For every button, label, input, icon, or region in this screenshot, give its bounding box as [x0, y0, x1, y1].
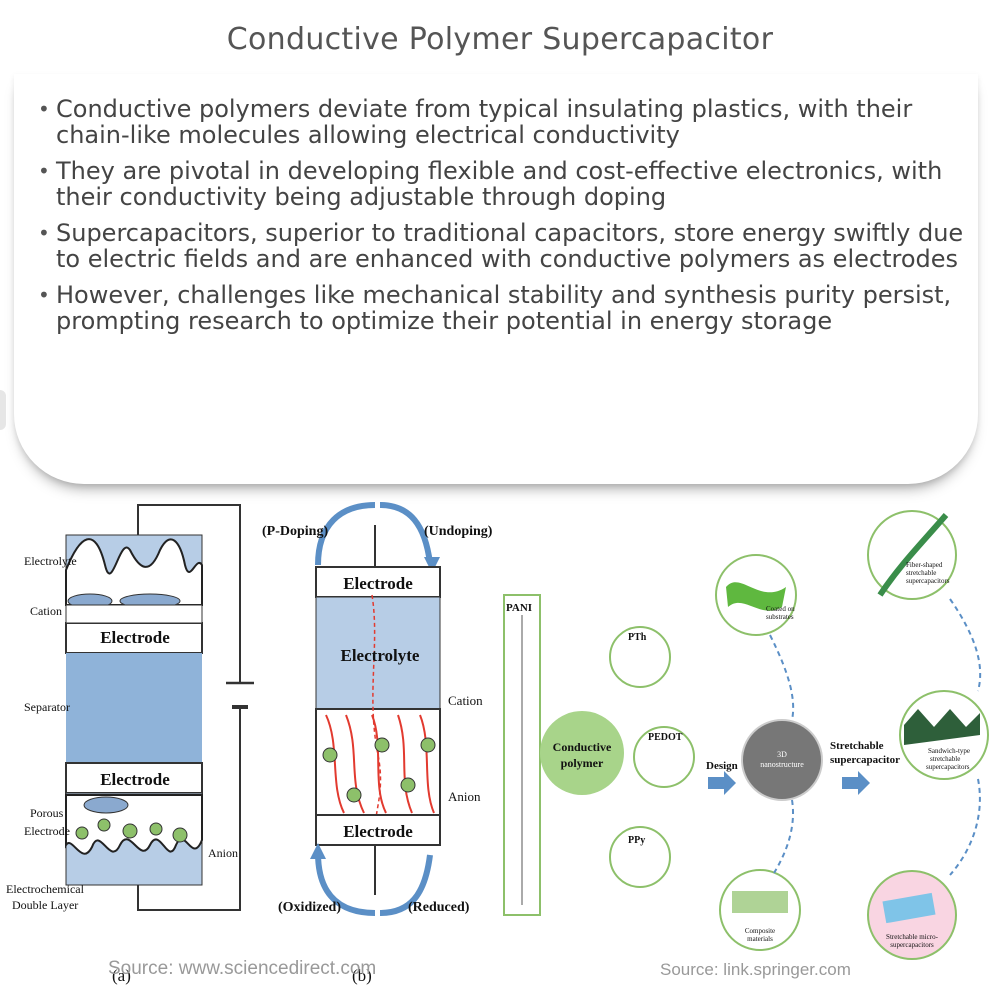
stretch-label-line1: Stretchable [830, 740, 884, 752]
p-doping-label: (P-Doping) [262, 524, 328, 539]
bullet-list: Conductive polymers deviate from typical… [38, 96, 968, 344]
porous-label-line2: Electrode [24, 824, 70, 838]
card-edge-decoration [0, 390, 6, 430]
nano-label-line2: nanostructure [760, 760, 804, 769]
electrode-top-label-a: Electrode [100, 628, 170, 647]
micro-label-line1: Stretchable micro- [886, 933, 939, 941]
bullet-item: They are pivotal in developing flexible … [38, 158, 968, 210]
ppy-label: PPy [628, 835, 645, 846]
bullet-item: However, challenges like mechanical stab… [38, 282, 968, 334]
fiber-label-line1: Fiber-shaped [906, 561, 943, 569]
anion-label-a: Anion [208, 846, 238, 860]
pani-label: PANI [506, 602, 532, 614]
panel-b: Electrode Electrolyte Electrode (P-Dopin… [262, 502, 493, 985]
fiber-label-line3: supercapacitors [906, 577, 950, 585]
bullet-item: Supercapacitors, superior to traditional… [38, 220, 968, 272]
coated-label-line2: substrates [766, 613, 794, 621]
supercapacitor-figure: Electrode Electrode Electrolyte Cation S… [6, 502, 989, 985]
electrolyte-label-a: Electrolyte [24, 554, 77, 568]
panel-b-label: (b) [352, 966, 372, 985]
panel-a-label: (a) [112, 966, 131, 985]
porous-label-line1: Porous [30, 806, 64, 820]
sandwich-label-line1: Sandwich-type [928, 747, 970, 755]
double-layer-label-line1: Electrochemical [6, 882, 85, 896]
fiber-label-line2: stretchable [906, 569, 936, 577]
cation-label-b: Cation [448, 693, 483, 708]
electrolyte-label-b: Electrolyte [341, 646, 420, 665]
sandwich-label-line3: supercapacitors [926, 763, 970, 771]
panel-a: Electrode Electrode Electrolyte Cation S… [6, 504, 254, 985]
cation-label-a: Cation [30, 604, 62, 618]
bullet-item: Conductive polymers deviate from typical… [38, 96, 968, 148]
micro-label-line2: supercapacitors [890, 941, 934, 949]
sandwich-label-line2: stretchable [930, 755, 960, 763]
pedot-label: PEDOT [648, 732, 683, 743]
coated-label-line1: Coated on [766, 605, 795, 613]
composite-label-line2: materials [747, 935, 773, 943]
conductive-label-line1: Conductive [553, 740, 612, 754]
panel-c: PANI Conductive polymer PTh PEDOT PPy De… [503, 510, 989, 960]
page-title: Conductive Polymer Supercapacitor [226, 22, 774, 57]
double-layer-label-line2: Double Layer [12, 898, 78, 912]
conductive-label-line2: polymer [561, 756, 604, 770]
composite-label-line1: Composite [745, 927, 775, 935]
electrode-bottom-label-a: Electrode [100, 770, 170, 789]
reduced-label: (Reduced) [408, 900, 470, 915]
electrode-top-label-b: Electrode [343, 574, 413, 593]
separator-label: Separator [24, 700, 70, 714]
undoping-label: (Undoping) [424, 524, 493, 539]
oxidized-label: (Oxidized) [278, 900, 341, 915]
pth-label: PTh [628, 632, 647, 643]
source-left: Source: www.sciencedirect.com [108, 958, 377, 979]
anion-label-b: Anion [448, 789, 481, 804]
nano-label-line1: 3D [777, 750, 787, 759]
source-right: Source: link.springer.com [660, 960, 851, 979]
stretch-label-line2: supercapacitor [830, 754, 900, 766]
design-label: Design [706, 760, 738, 772]
electrode-bottom-label-b: Electrode [343, 822, 413, 841]
